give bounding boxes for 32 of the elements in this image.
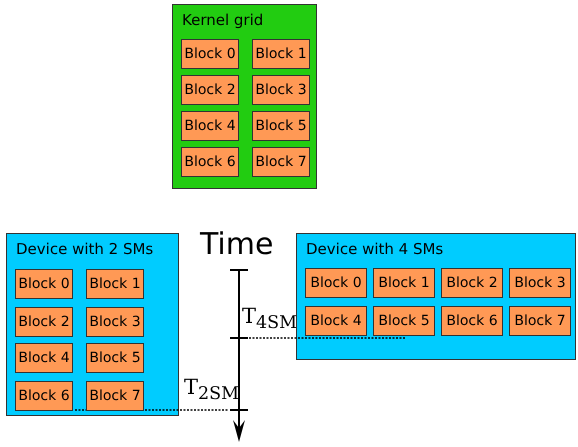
time-mark-label: T$_{2SM}$: [184, 375, 240, 404]
thread-block: Block 0: [305, 268, 367, 298]
thread-block: Block 5: [252, 111, 310, 141]
thread-block: Block 4: [305, 306, 367, 336]
thread-block: Block 3: [252, 75, 310, 105]
thread-block: Block 2: [181, 75, 239, 105]
thread-block: Block 3: [86, 307, 144, 337]
thread-block: Block 0: [181, 39, 239, 69]
panel-title: Device with 4 SMs: [306, 240, 444, 258]
thread-block: Block 5: [373, 306, 435, 336]
thread-block: Block 1: [86, 269, 144, 299]
thread-block: Block 2: [441, 268, 503, 298]
thread-block: Block 1: [252, 39, 310, 69]
panel-title: Device with 2 SMs: [16, 240, 154, 258]
thread-block: Block 0: [15, 269, 73, 299]
thread-block: Block 4: [181, 111, 239, 141]
thread-block: Block 6: [15, 381, 73, 411]
thread-block: Block 1: [373, 268, 435, 298]
thread-block: Block 6: [181, 147, 239, 177]
thread-block: Block 6: [441, 306, 503, 336]
thread-block: Block 5: [86, 343, 144, 373]
device-panel: [296, 233, 576, 360]
axis-title: Time: [200, 227, 274, 262]
thread-block: Block 7: [86, 381, 144, 411]
grid-panel: [172, 4, 317, 189]
thread-block: Block 2: [15, 307, 73, 337]
device-panel: [6, 233, 179, 416]
thread-block: Block 3: [509, 268, 571, 298]
thread-block: Block 4: [15, 343, 73, 373]
panel-title: Kernel grid: [182, 11, 264, 29]
thread-block: Block 7: [509, 306, 571, 336]
thread-block: Block 7: [252, 147, 310, 177]
